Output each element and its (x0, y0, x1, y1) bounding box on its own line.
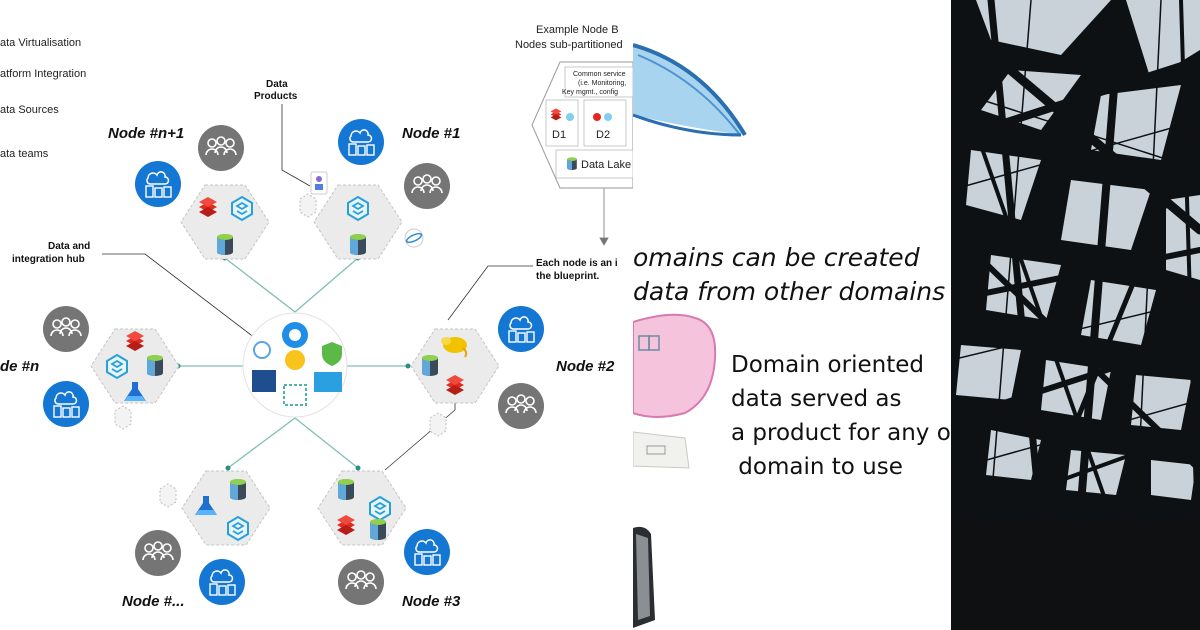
sketch-text-line: data served as (731, 386, 901, 412)
data-team-icon (497, 382, 545, 430)
callout-line: Data and (48, 241, 90, 252)
data-lake-label: Data Lake (581, 159, 631, 171)
mesh-diagram-svg: ata Virtualisation atform Integration at… (0, 24, 633, 610)
data-team-icon (42, 305, 90, 353)
callout-arrow (599, 188, 609, 246)
callout-line: Data (266, 79, 288, 90)
sketch-svg: omains can be created data from other do… (633, 43, 951, 628)
pipeline-icon (283, 384, 307, 406)
node-label: Node #3 (402, 593, 461, 610)
lattice-photo-svg (951, 0, 1200, 630)
legend-item: ata Sources (0, 104, 59, 116)
common-services-line: Key mgmt., config (562, 89, 618, 96)
data-source-icon (198, 558, 246, 606)
sketch-panel: omains can be created data from other do… (633, 0, 951, 630)
data-products-callout: Data Products (254, 79, 298, 102)
node-label: Node #... (122, 593, 185, 610)
sketch-text-line: a product for any other (731, 420, 951, 446)
steel-lattice-photo (951, 0, 1200, 630)
pink-blob-sketch (633, 313, 717, 418)
callout-line: Each node is an i (536, 258, 618, 269)
domain-d1: D1 (552, 129, 566, 141)
event-hub-icon (314, 372, 342, 392)
hub-callout: Data and integration hub (12, 241, 90, 265)
data-team-icon (337, 558, 385, 606)
data-team-icon (134, 529, 182, 577)
node-label: de #n (0, 358, 39, 375)
callout-line: the blueprint. (536, 271, 600, 282)
security-icon (322, 342, 342, 366)
blue-dome-sketch (633, 43, 747, 137)
legend-item: ata Virtualisation (0, 37, 81, 49)
domain-d2: D2 (596, 129, 610, 141)
sketch-text-line: domain to use (731, 454, 903, 480)
data-mesh-diagram: ata Virtualisation atform Integration at… (0, 24, 633, 610)
callout-line: Products (254, 91, 298, 102)
spare-hexes (114, 193, 447, 508)
data-source-icon (403, 528, 451, 576)
node-label: Node #2 (556, 358, 615, 375)
sketch-italic-line: data from other domains (633, 277, 945, 306)
node-n-plus-1: Node #n+1 (108, 124, 270, 260)
node-etc: Node #... (122, 470, 271, 610)
legend-item: ata teams (0, 148, 49, 160)
data-team-icon (403, 162, 451, 210)
dark-object-sketch (633, 526, 655, 628)
each-node-callout: Each node is an i the blueprint. (536, 258, 618, 282)
data-source-icon (337, 118, 385, 166)
node-n: de #n (0, 305, 180, 428)
node-1: Node #1 (310, 118, 460, 260)
data-team-icon (197, 124, 245, 172)
integration-hub (242, 312, 348, 418)
node-label: Node #1 (402, 125, 460, 142)
example-subtitle: Nodes sub-partitioned (515, 39, 623, 51)
product-icon (310, 171, 328, 195)
node-3: Node #3 (317, 470, 461, 610)
node-2: Node #2 (410, 305, 615, 430)
hub-connectors (178, 257, 408, 469)
data-source-icon (134, 160, 182, 208)
node-label: Node #n+1 (108, 125, 184, 142)
legend-item: atform Integration (0, 68, 86, 80)
example-node-blueprint: Example Node B Nodes sub-partitioned Com… (515, 24, 633, 189)
factory-icon (252, 370, 276, 392)
callout-line: integration hub (12, 254, 85, 265)
key-vault-icon (285, 350, 305, 370)
data-source-icon (42, 380, 90, 428)
common-services-line: Common service (573, 71, 626, 78)
example-title: Example Node B (536, 24, 619, 36)
sketch-italic-line: omains can be created (633, 243, 920, 272)
legend: ata Virtualisation atform Integration at… (0, 37, 86, 160)
network-icon (253, 341, 271, 359)
common-services-line: (i.e. Monitoring, (578, 80, 626, 87)
callout-leaders (102, 104, 533, 471)
data-source-icon (497, 305, 545, 353)
sketch-text-line: Domain oriented (731, 352, 924, 378)
paper-scrap-sketch (633, 431, 690, 469)
